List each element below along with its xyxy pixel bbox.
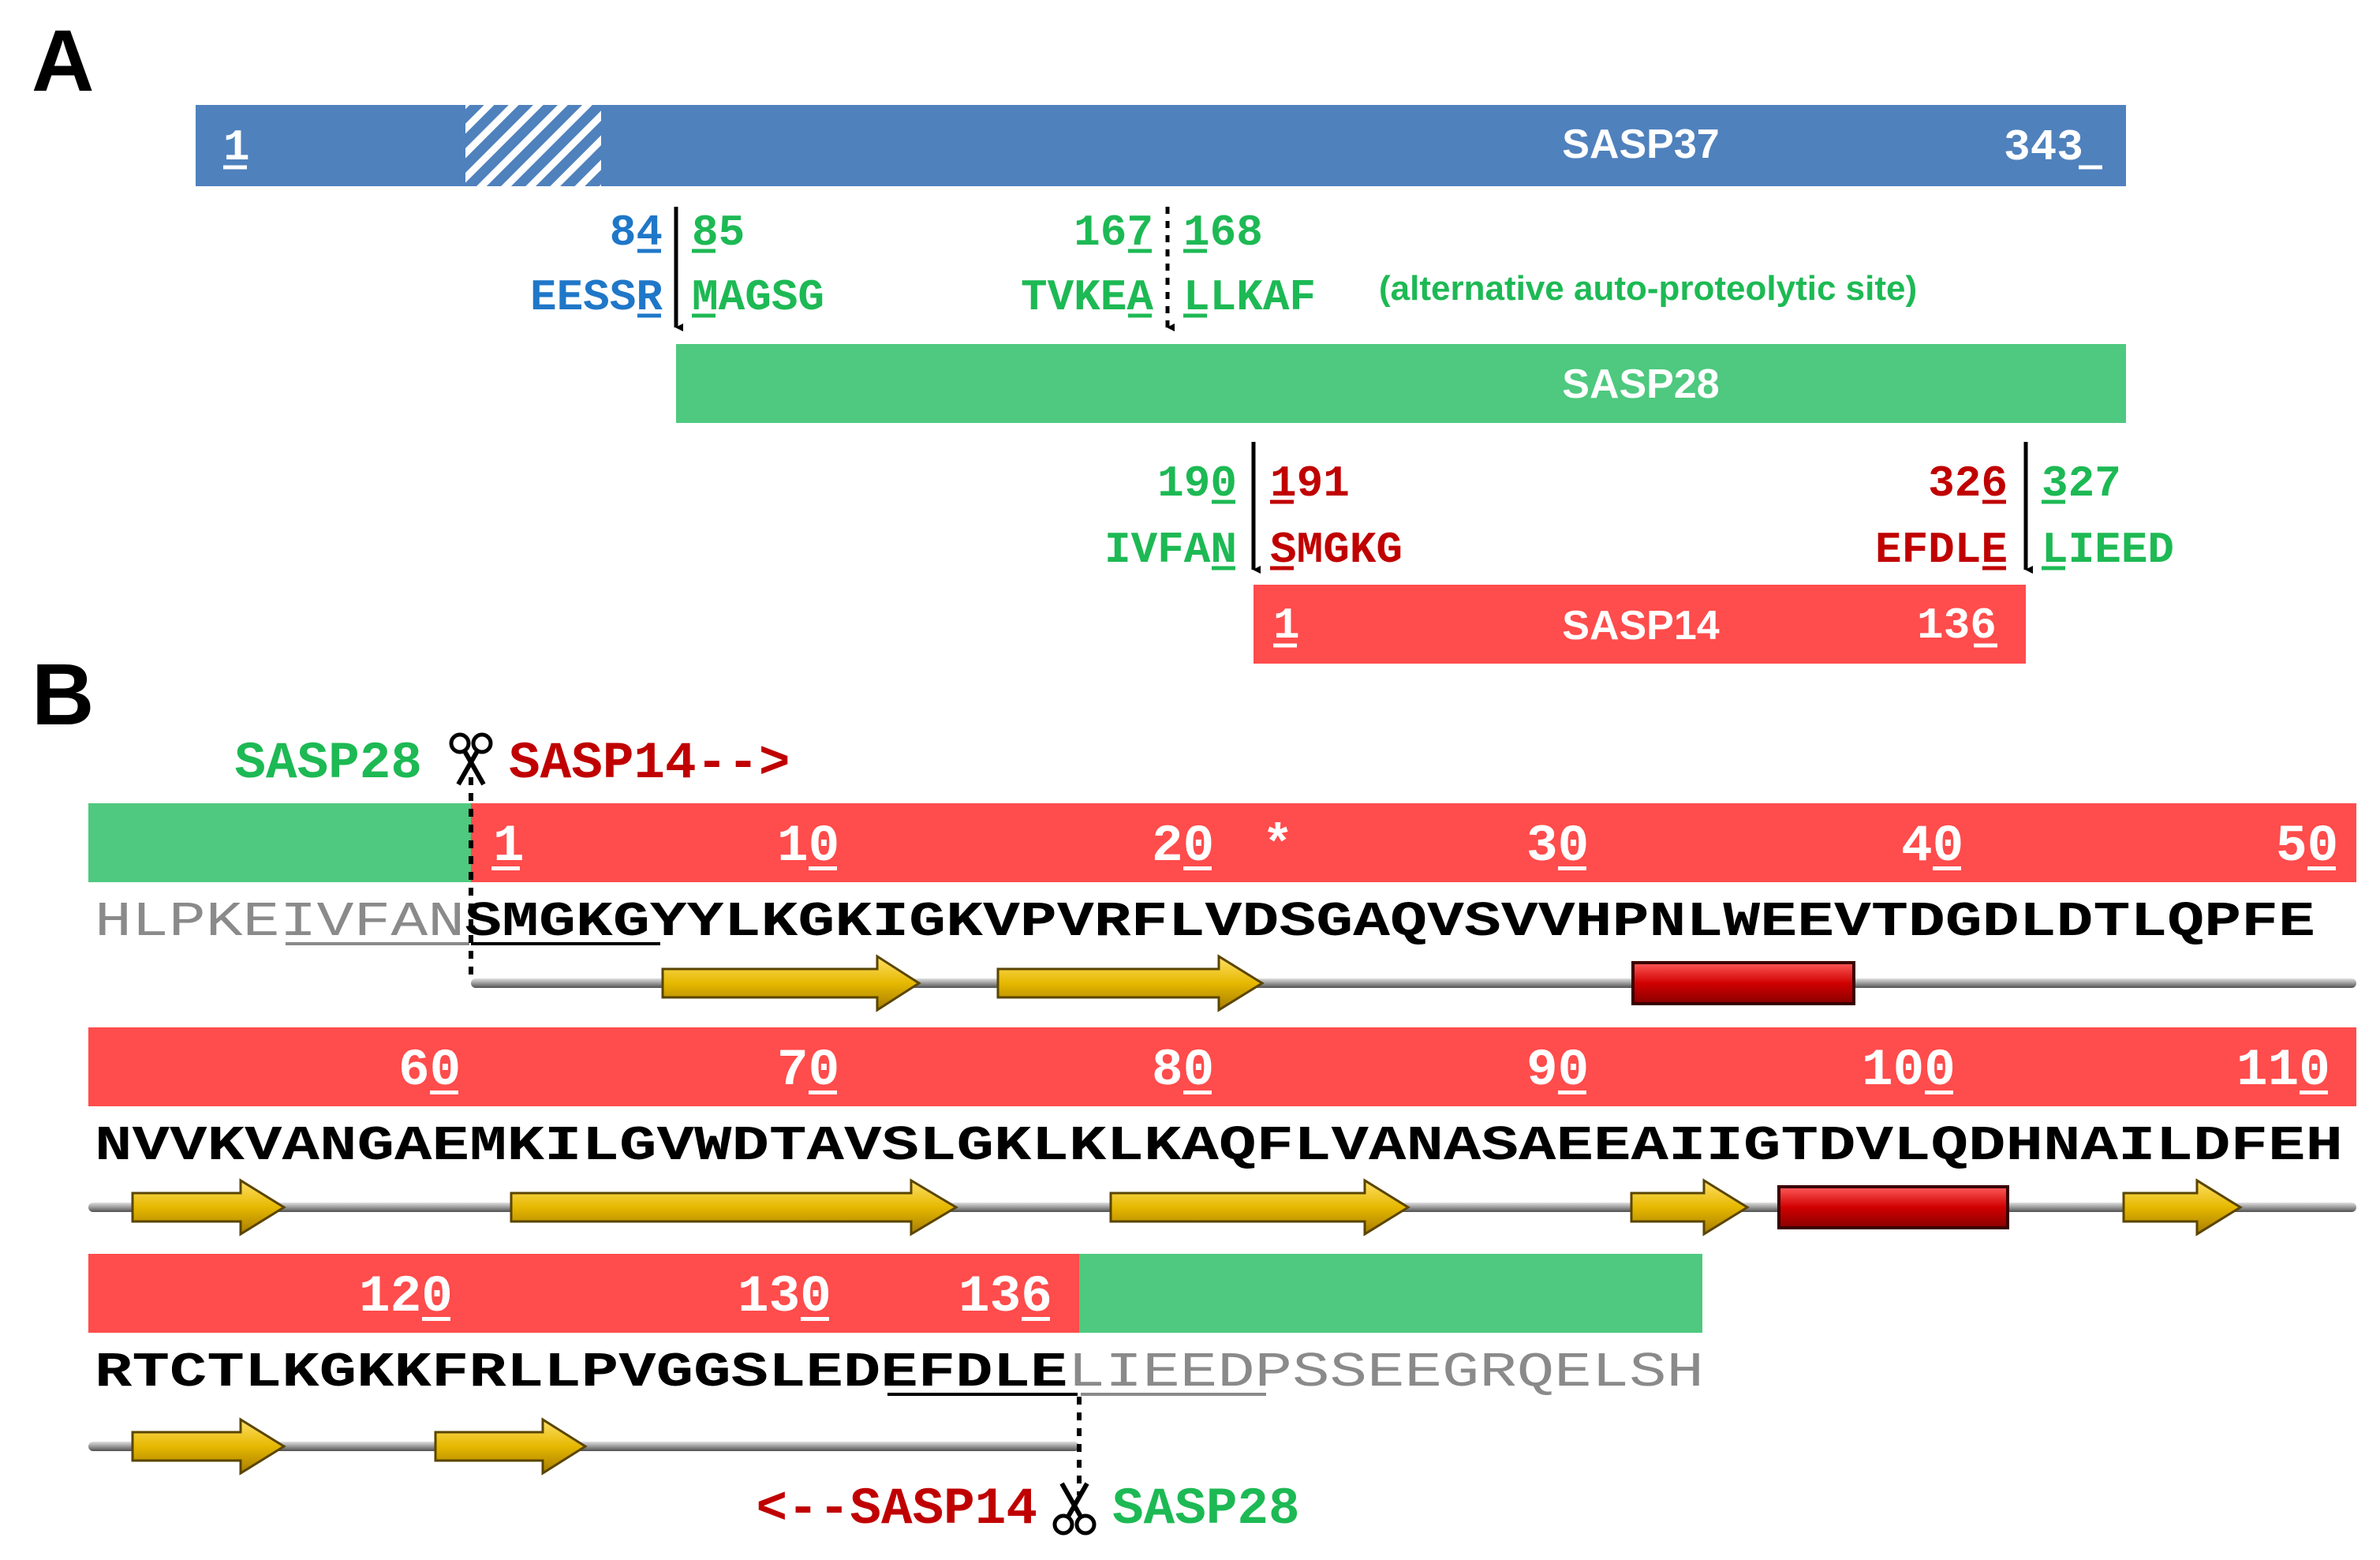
row2-num-60: 60 bbox=[398, 1041, 461, 1100]
sasp37-end: 343 bbox=[2004, 122, 2083, 173]
row1-num-50: 50 bbox=[2276, 817, 2338, 876]
row2-num-80: 80 bbox=[1152, 1041, 1214, 1100]
bottom-sasp28-label: SASP28 bbox=[1112, 1480, 1300, 1539]
top-cleavage-labels: SASP28 SASP14--> bbox=[234, 732, 790, 793]
row1-strand-2 bbox=[996, 954, 1265, 1012]
scissors-icon bbox=[1052, 1482, 1097, 1536]
row2-num-90: 90 bbox=[1526, 1041, 1589, 1100]
row2-strand-4 bbox=[1630, 1178, 1750, 1236]
row3-sasp28-segment bbox=[1079, 1254, 1702, 1333]
bottom-cleavage-labels: <--SASP14 SASP28 bbox=[757, 1480, 1300, 1539]
bottom-sasp14-label: <--SASP14 bbox=[757, 1480, 1037, 1539]
row2-sequence: NVVKVANGAEMKILGVWDTAVSLGKLKLKAQFLVANASAE… bbox=[95, 1118, 2343, 1174]
row2-strand-5 bbox=[2122, 1178, 2243, 1236]
sasp14-name: SASP14 bbox=[1562, 603, 1720, 649]
row2-strand-3 bbox=[1109, 1178, 1410, 1236]
row1-seq-gray: HLPKEIVFAN bbox=[95, 894, 465, 950]
row1-num-30: 30 bbox=[1526, 817, 1589, 876]
row1-sasp28-segment bbox=[88, 803, 471, 882]
row1-helix bbox=[1631, 961, 1855, 1005]
row3-strand-2 bbox=[434, 1417, 588, 1476]
row3-seq-black: RTCTLKGKKFRLLPVGGSLEDEFDLE bbox=[95, 1345, 1067, 1401]
sasp37-name: SASP37 bbox=[1562, 122, 1719, 167]
row1-strand-1 bbox=[661, 954, 921, 1012]
row3-sasp14-segment bbox=[88, 1254, 1079, 1333]
cleavage-site-167: 167 168 TVKEA LLKAF (alternative auto-pr… bbox=[1021, 207, 1917, 331]
panel-a-label: A bbox=[32, 13, 94, 110]
cleavage-site-190: 190 191 IVFAN SMGKG bbox=[1104, 442, 1403, 575]
sasp28-name: SASP28 bbox=[1562, 361, 1719, 407]
row3-num-120: 120 bbox=[359, 1267, 453, 1326]
row3-seq-gray: LIEEDPSSEEGRQELSH bbox=[1067, 1345, 1704, 1401]
row2-strand-2 bbox=[510, 1178, 958, 1236]
row1-num-40: 40 bbox=[1901, 817, 1963, 876]
sasp28-bar: SASP28 bbox=[676, 344, 2126, 423]
row2-strand-1 bbox=[131, 1178, 286, 1236]
row3-num-130: 130 bbox=[738, 1267, 831, 1326]
sasp14-start: 1 bbox=[1273, 600, 1300, 651]
cleavage-site-326: 326 327 EFDLE LIEED bbox=[1875, 442, 2174, 575]
top-sasp28-label: SASP28 bbox=[234, 734, 422, 793]
sasp37-start: 1 bbox=[223, 122, 250, 173]
row2-num-70: 70 bbox=[777, 1041, 839, 1100]
row3-num-136: 136 bbox=[958, 1267, 1052, 1326]
row1-num-10: 10 bbox=[777, 817, 839, 876]
row1-num-1: 1 bbox=[493, 817, 525, 876]
row2-num-110: 110 bbox=[2236, 1041, 2330, 1100]
sequence-row-2: 60 70 80 90 100 110 NVVKVANGAEMKILGVWDTA… bbox=[88, 1027, 2356, 1236]
sasp37-bar: SASP37 1 343 bbox=[196, 105, 2126, 186]
cleavage-site-84: 84 85 EESSR MAGSG bbox=[530, 207, 824, 331]
row1-coil bbox=[471, 978, 2356, 988]
alternative-site-note: (alternative auto-proteolytic site) bbox=[1379, 269, 1917, 308]
row1-sasp14-segment bbox=[471, 803, 2356, 882]
row1-num-20: 20 bbox=[1152, 817, 1214, 876]
hatched-region bbox=[465, 105, 601, 186]
row2-sasp14-segment bbox=[88, 1027, 2356, 1106]
top-sasp14-label: SASP14--> bbox=[509, 734, 790, 793]
star-marker: * bbox=[1262, 817, 1294, 876]
scissors-icon bbox=[449, 732, 493, 786]
row1-seq-black: SMGKGYYLKGKIGKVPVRFLVDSGAQVSVVHPNLWEEVTD… bbox=[465, 894, 2315, 950]
sasp14-bar: SASP14 1 136 bbox=[1254, 585, 2026, 664]
panel-b-label: B bbox=[32, 646, 94, 743]
row2-num-100: 100 bbox=[1862, 1041, 1956, 1100]
row3-strand-1 bbox=[131, 1417, 286, 1476]
sasp14-end: 136 bbox=[1917, 600, 1997, 651]
row2-helix bbox=[1777, 1185, 2009, 1229]
